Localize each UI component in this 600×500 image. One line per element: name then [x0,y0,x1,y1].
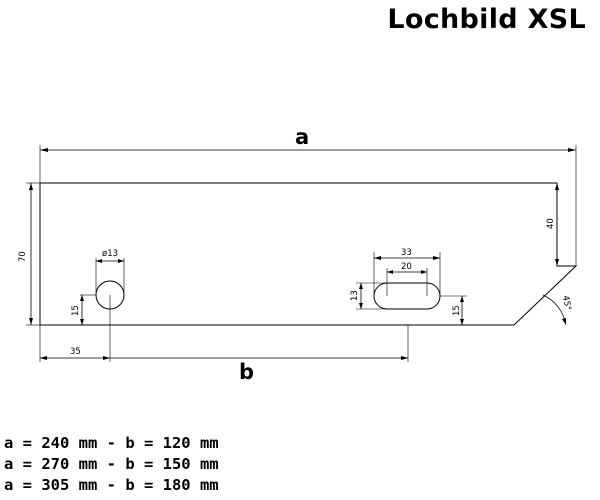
dim-slot-inner-label: 20 [401,262,412,272]
dim-slot-outer-label: 33 [401,248,412,258]
dim-b-label: b [239,360,254,384]
variant-line: a = 270 mm - b = 150 mm [4,455,219,473]
dim-slot-height-label: 13 [350,290,360,301]
drawing-title: Lochbild XSL [387,4,586,35]
dim-hole-offset-label: 35 [70,347,81,357]
dim-slot-offset-label: 15 [452,305,462,316]
slot-hole [373,282,441,310]
dim-hole-diameter-label: ø13 [102,249,118,259]
dim-right-height-label: 40 [546,218,556,229]
size-variants-list: a = 240 mm - b = 120 mm a = 270 mm - b =… [4,433,219,496]
dim-angle-label: 45° [560,295,572,312]
dim-a-label: a [295,125,309,149]
variant-line: a = 240 mm - b = 120 mm [4,434,219,452]
dim-height-label: 70 [18,251,28,262]
dim-hole-height-label: 15 [71,305,81,316]
variant-line: a = 305 mm - b = 180 mm [4,476,219,494]
